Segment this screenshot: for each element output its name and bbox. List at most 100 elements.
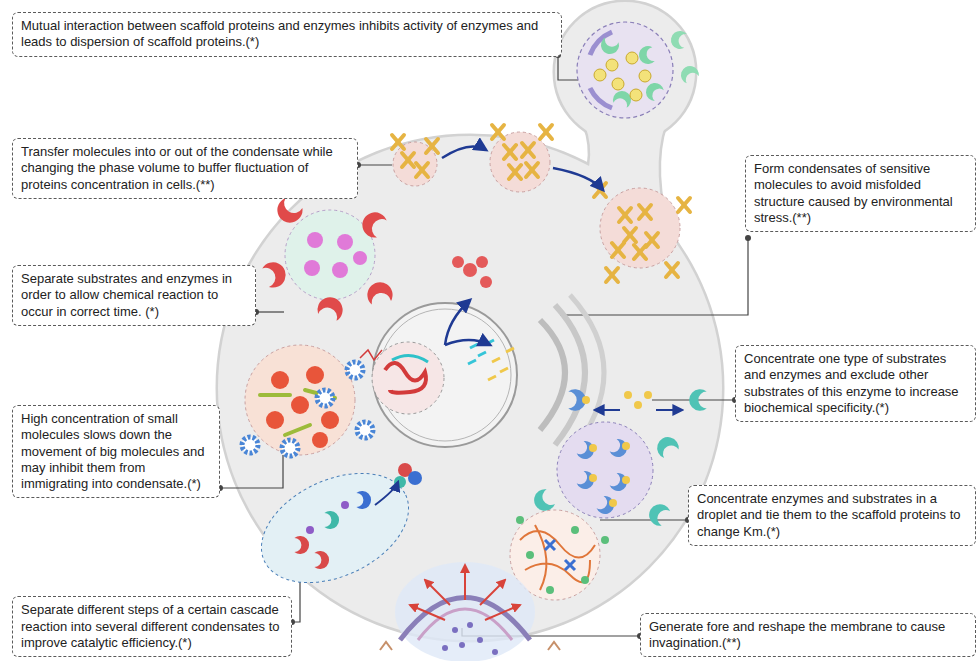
- specificity-condensate-part: [576, 439, 598, 462]
- nucleus-part: [476, 256, 488, 268]
- crowding-condensate-part: [271, 371, 289, 389]
- chromosome-condensates-part: [553, 168, 603, 190]
- specificity-condensate-part: [609, 471, 631, 494]
- crowding-condensate-part: [321, 411, 339, 429]
- callout-text: Form condensates of sensitive molecules …: [754, 161, 967, 226]
- leader-lines-part: [600, 519, 688, 520]
- km-condensate-part: [571, 526, 579, 534]
- callout-text: Generate fore and reshape the membrane t…: [649, 619, 967, 652]
- specificity-condensate-part: [576, 469, 598, 492]
- leader-dots-part: [745, 235, 751, 241]
- km-condensate-part: [545, 540, 575, 570]
- chromosome-condensates-part: [634, 245, 646, 259]
- crowding-condensate-part: [312, 432, 328, 448]
- timing-condensate-part: [315, 294, 346, 322]
- bud-condensate-part: [642, 79, 665, 102]
- km-condensate-part: [520, 525, 595, 590]
- bud-condensate-part: [598, 37, 620, 57]
- chromosome-condensates-part: [490, 132, 550, 192]
- timing-condensate-part: [304, 260, 320, 276]
- callout-text: Concentrate enzymes and substrates in a …: [697, 491, 967, 540]
- chromosome-condensates-part: [522, 143, 534, 157]
- nucleus-part: [468, 340, 494, 364]
- cascade-condensates-part: [408, 471, 422, 485]
- timing-condensate-part: [337, 234, 353, 250]
- timing-condensate-part: [261, 259, 289, 290]
- nucleus-part: [488, 348, 514, 380]
- specificity-condensate-part: [609, 437, 631, 460]
- timing-condensate-part: [273, 197, 305, 227]
- chromosome-condensates-part: [639, 205, 651, 219]
- specificity-condensate-part: [557, 422, 653, 518]
- callout-box: Separate substrates and enzymes in order…: [12, 265, 256, 326]
- nucleus: [360, 256, 604, 455]
- callout-text: Separate substrates and enzymes in order…: [21, 271, 247, 320]
- chromosome-condensates-part: [509, 165, 521, 179]
- km-condensate-part: [601, 536, 609, 544]
- cascade-condensates: [244, 452, 426, 605]
- chromosome-condensates-part: [492, 125, 504, 139]
- chromosome-condensates-part: [619, 208, 631, 222]
- bud-condensate-part: [638, 45, 656, 65]
- chromosome-condensates-part: [504, 145, 516, 159]
- bud-condensate-part: [590, 88, 612, 108]
- invagination-part: [395, 562, 535, 661]
- chromosome-condensates-part: [606, 268, 618, 282]
- nucleus-part: [480, 276, 492, 288]
- callout-box: Form condensates of sensitive molecules …: [745, 155, 976, 232]
- nucleus-part: [373, 303, 517, 447]
- cascade-condensates-part: [356, 491, 371, 509]
- bud-condensate-part: [639, 70, 651, 82]
- chromosome-condensates-part: [678, 198, 690, 212]
- invagination-part: [459, 642, 465, 648]
- leader-lines-part: [292, 578, 300, 622]
- cascade-condensates-part: [341, 501, 349, 509]
- leader-lines-part: [256, 311, 284, 312]
- invagination: [380, 562, 560, 661]
- nucleus-part: [392, 355, 428, 362]
- invagination-part: [477, 637, 483, 643]
- bud-condensate-part: [670, 30, 688, 50]
- nucleus-part: [452, 256, 464, 268]
- bud-condensate-part: [577, 22, 673, 118]
- invagination-part: [400, 598, 530, 641]
- specificity-condensate-part: [595, 409, 620, 411]
- cascade-condensates-part: [375, 482, 398, 505]
- bud-condensate-part: [626, 52, 638, 64]
- km-condensate-part: [581, 576, 589, 584]
- chromosome-condensates-part: [624, 228, 636, 242]
- invagination-part: [464, 565, 466, 600]
- chromosome-condensates-part: [402, 153, 414, 167]
- km-condensate-part: [516, 516, 524, 524]
- callout-box: High concentration of small molecules sl…: [12, 405, 220, 498]
- chromosome-condensates-part: [600, 188, 680, 268]
- callout-text: Mutual interaction between scaffold prot…: [21, 18, 553, 51]
- leader-lines-part: [220, 455, 283, 488]
- bud-condensate-part: [594, 69, 606, 81]
- bud-condensate-part: [630, 89, 642, 101]
- callout-box: Concentrate enzymes and substrates in a …: [688, 485, 976, 546]
- chromosome-condensates-part: [526, 163, 538, 177]
- timing-condensate-part: [307, 232, 323, 248]
- invagination-part: [467, 622, 473, 628]
- cell-outline-part: [555, 2, 695, 142]
- invagination-part: [485, 605, 520, 620]
- nucleus-part: [463, 263, 477, 277]
- specificity-condensate-part: [622, 476, 630, 484]
- specificity-condensate-part: [645, 500, 671, 528]
- callout-box: Generate fore and reshape the membrane t…: [640, 613, 976, 658]
- timing-condensate: [261, 197, 393, 322]
- crowding-condensate-part: [260, 393, 290, 397]
- callout-text: Transfer molecules into or out of the co…: [21, 144, 349, 193]
- specificity-condensate-part: [609, 499, 617, 507]
- nucleus-part: [445, 300, 470, 345]
- crowding-condensate-part: [266, 411, 284, 429]
- bud-condensate: [577, 22, 701, 118]
- chromosome-condensates-part: [392, 135, 404, 149]
- crowding-condensate-part: [347, 362, 363, 378]
- nucleus-part: [360, 350, 382, 360]
- specificity-condensate: [530, 389, 707, 528]
- bud-condensate-part: [612, 88, 634, 108]
